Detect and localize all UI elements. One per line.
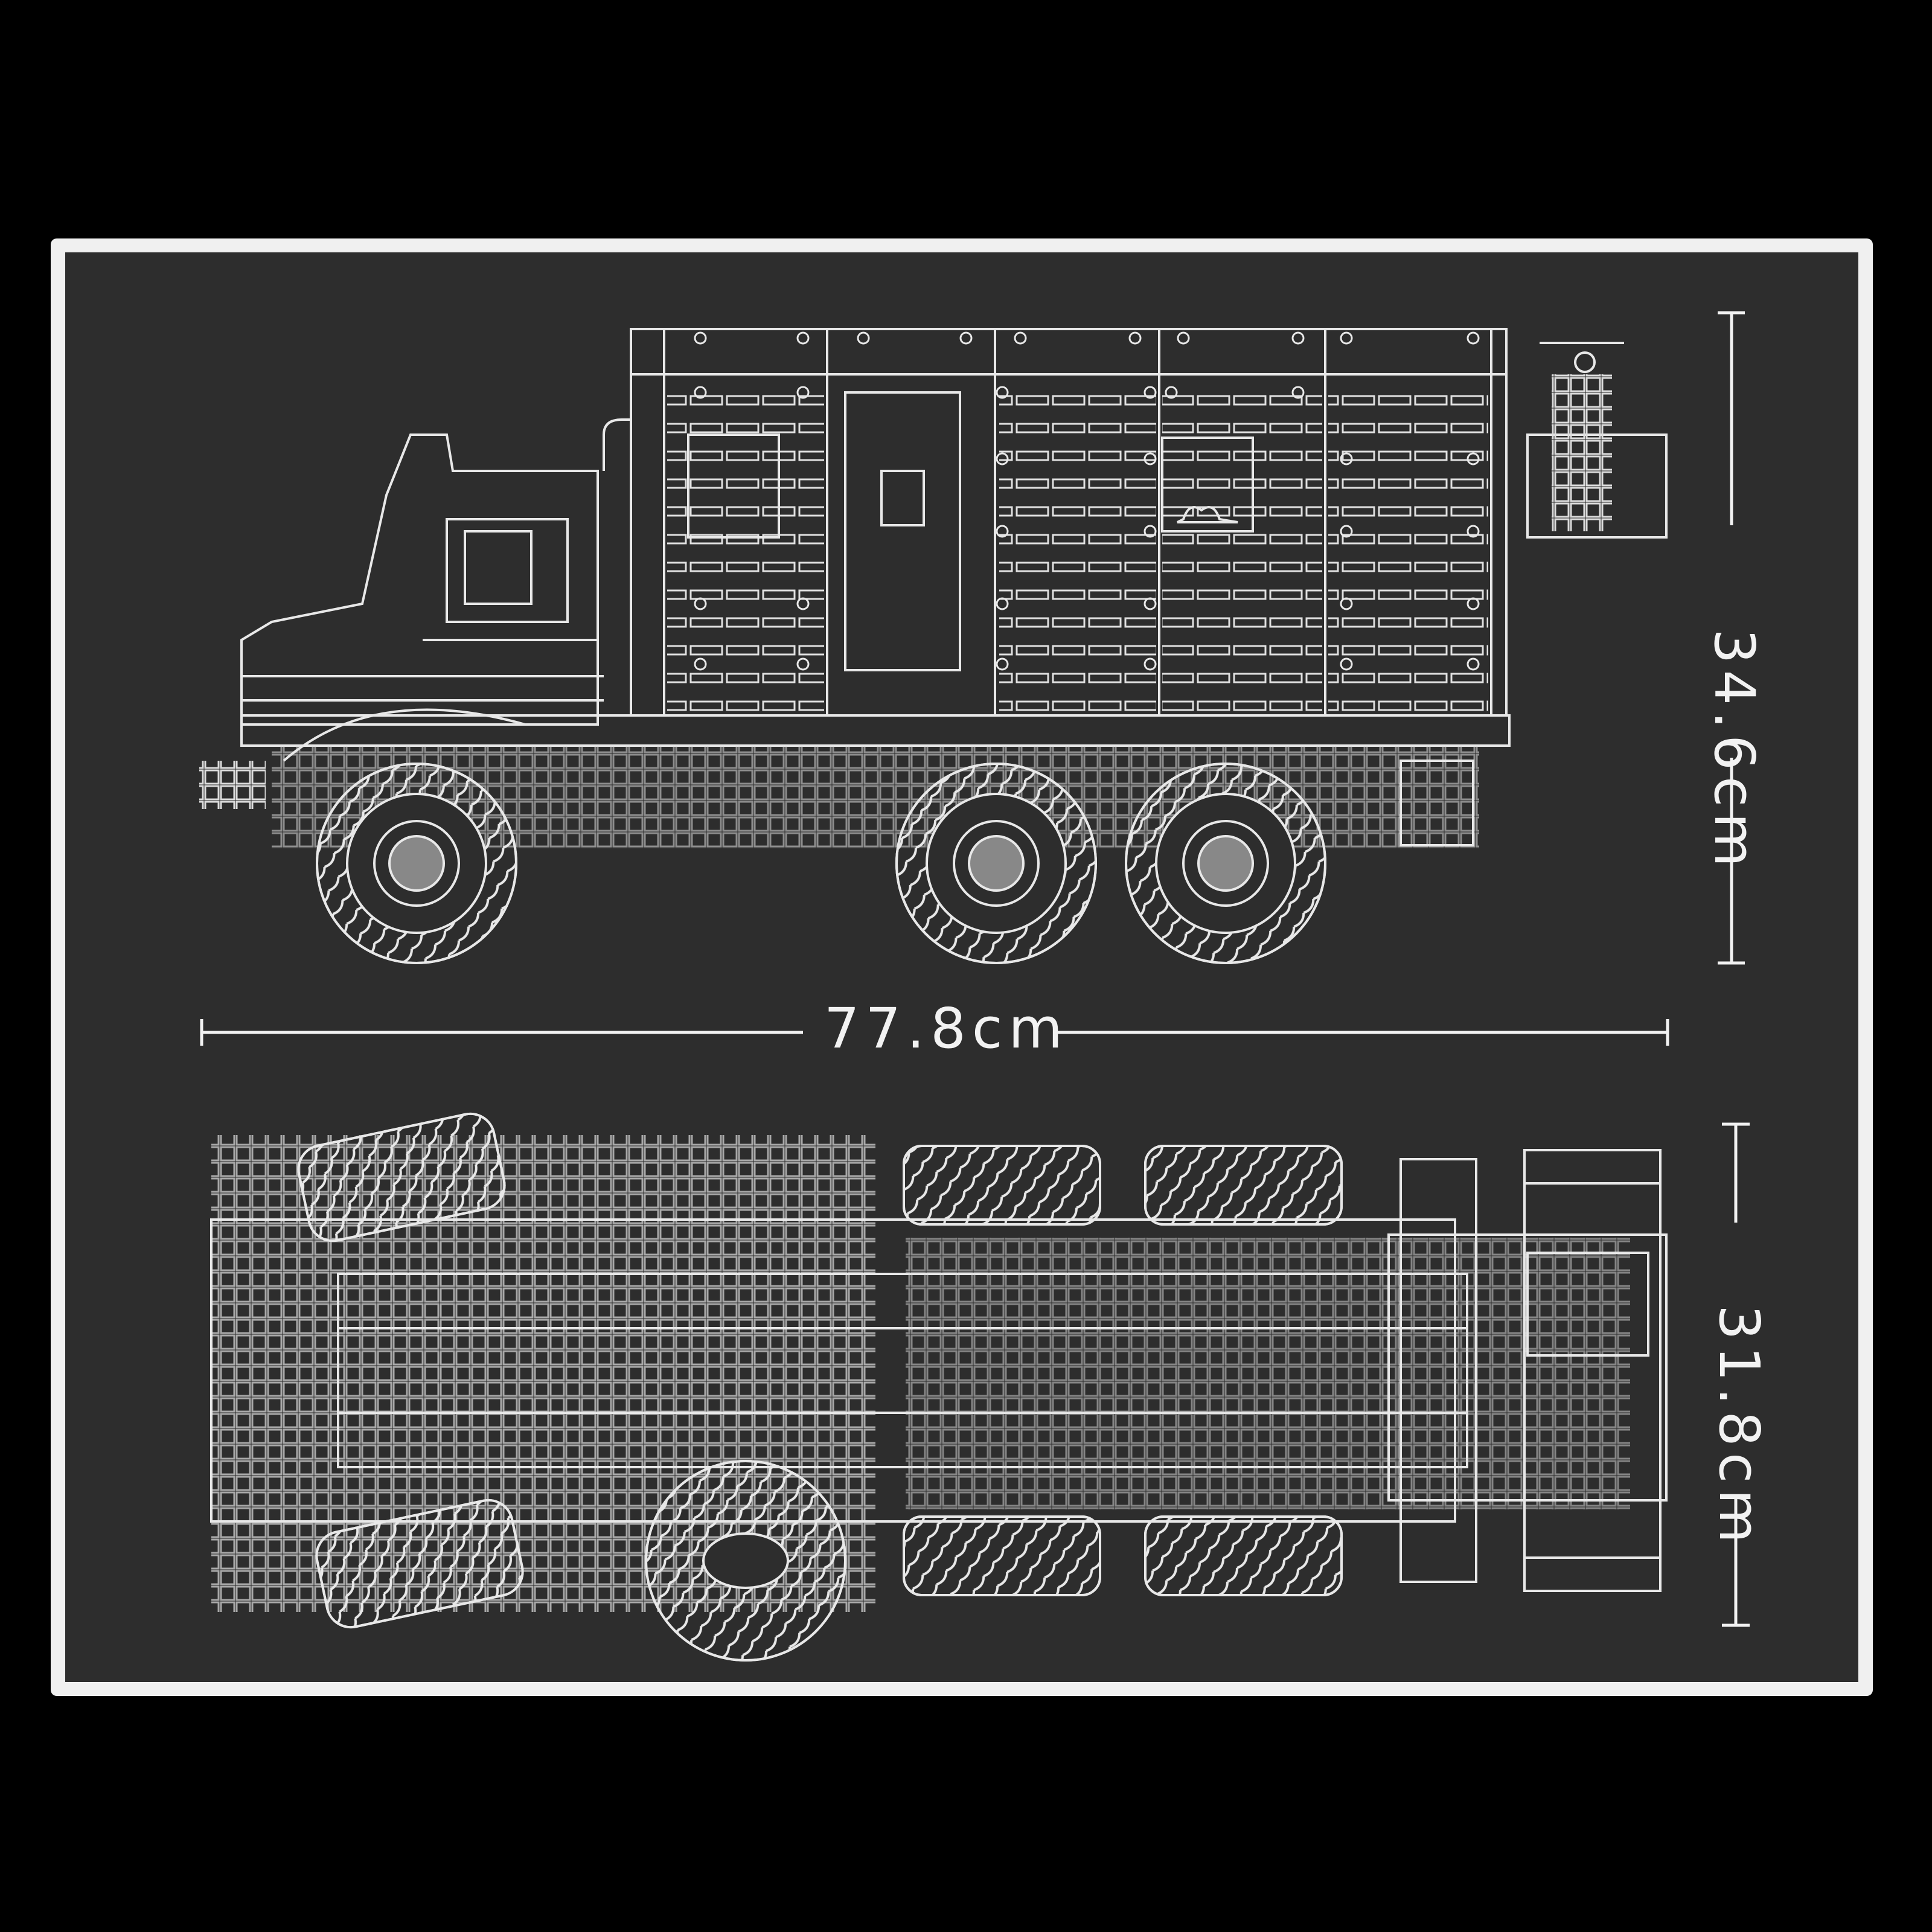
middle-wheel [895, 763, 1097, 964]
length-dimension-label: 77.8cm [824, 996, 1069, 1061]
side-view [199, 328, 1668, 964]
length-dimension-line [200, 1019, 1669, 1046]
top-spare-wheel [645, 1460, 846, 1662]
top-rear-rack [1387, 1149, 1668, 1592]
top-front-tires [297, 1112, 524, 1629]
cargo-box [630, 328, 1508, 717]
height-dimension-label: 34.6cm [1702, 629, 1767, 874]
top-view [210, 1112, 1668, 1662]
front-wheel [316, 763, 517, 964]
cargo-rivets [694, 331, 1480, 671]
width-dimension-label: 31.8cm [1707, 1305, 1771, 1550]
dimension-lines [200, 311, 1750, 1627]
height-dimension-line [1718, 311, 1745, 965]
side-wheels [316, 763, 1326, 964]
rear-wheel [1125, 763, 1326, 964]
top-rear-tires [903, 1145, 1343, 1596]
rear-rack [1526, 342, 1668, 539]
width-dimension-line [1722, 1122, 1750, 1627]
